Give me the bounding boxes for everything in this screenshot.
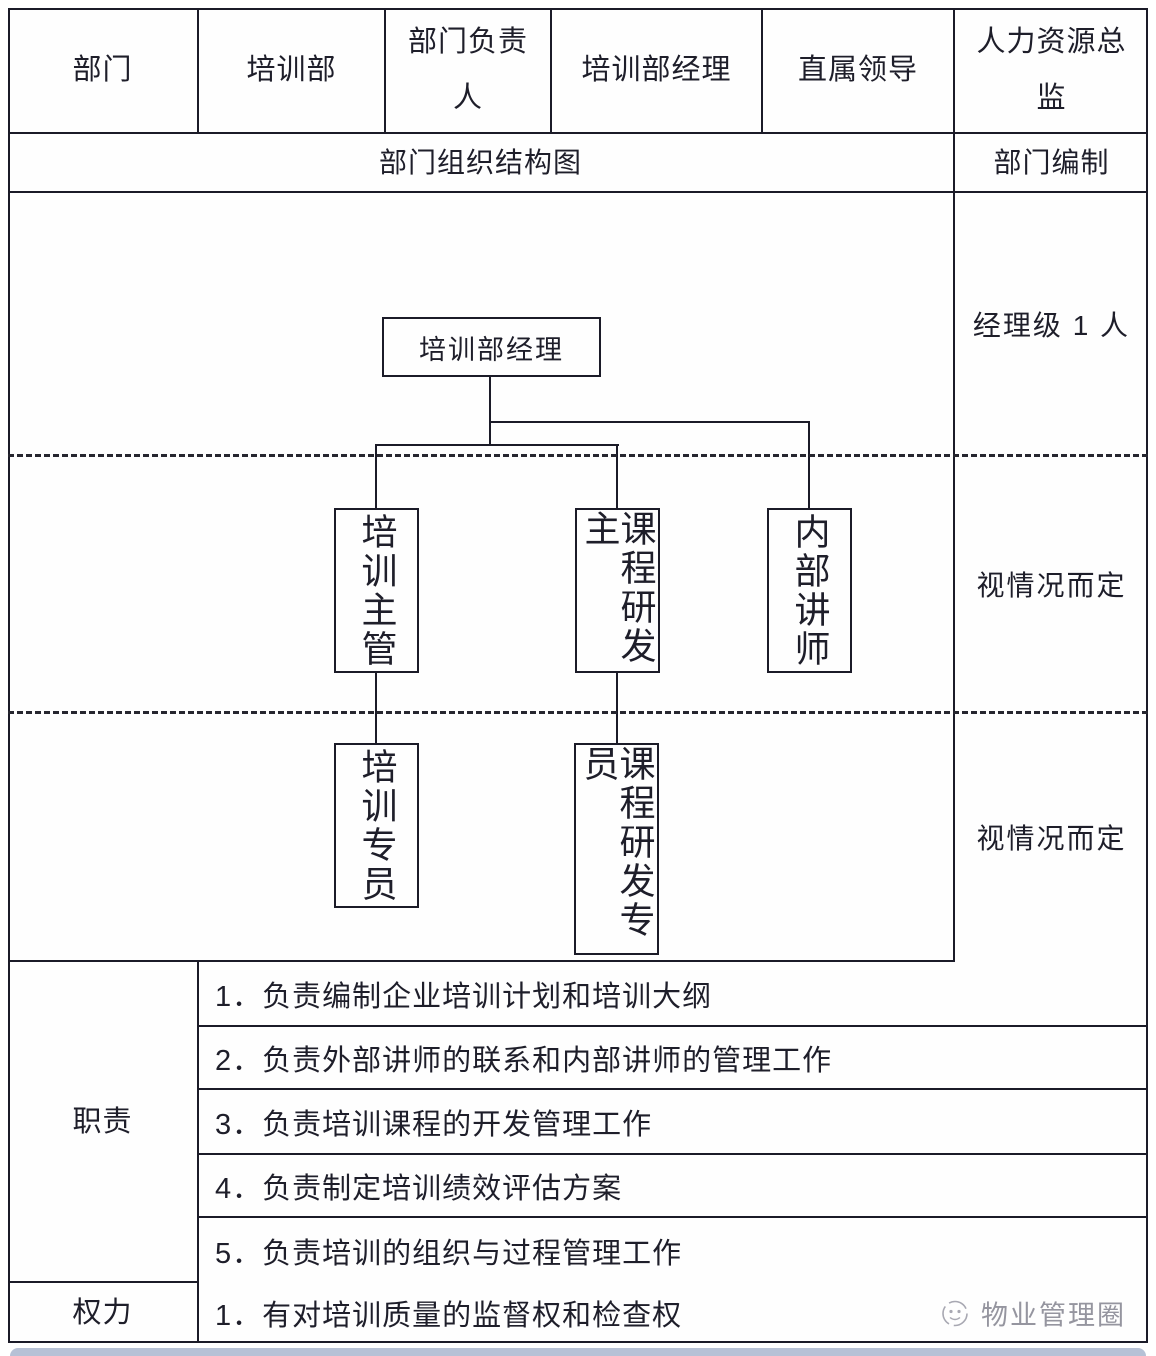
head-value: 培训部经理 [581, 54, 732, 86]
duties-list: 1．负责编制企业培训计划和培训大纲 2．负责外部讲师的联系和内部讲师的管理工作 … [199, 962, 1148, 1283]
connector-internal-trainer-drop [808, 421, 810, 508]
training-specialist-label: 培训专员 [356, 747, 398, 904]
authority-item-1-text: 1．有对培训质量的监督权和检查权 [215, 1300, 683, 1332]
orgbox-course-rd-supervisor: 课程研发主 [575, 508, 660, 673]
dashed-separator-level1 [8, 454, 1148, 457]
orgbox-internal-trainer: 内部讲师 [767, 508, 852, 673]
duty-item-5: 5．负责培训的组织与过程管理工作 [199, 1218, 1148, 1283]
orgbox-training-manager: 培训部经理 [382, 317, 601, 377]
leader-value: 人力资源总监 [976, 26, 1127, 114]
connector-course-rd-drop [616, 444, 618, 508]
watermark-logo-icon [942, 1300, 968, 1326]
watermark-text: 物业管理圈 [981, 1300, 1126, 1331]
bottom-clipped-card-edge [10, 1348, 1146, 1356]
staffing-manager-label: 经理级 1 人 [972, 310, 1131, 341]
authority-label: 权力 [72, 1297, 133, 1329]
duty-item-3-text: 3．负责培训课程的开发管理工作 [215, 1108, 653, 1141]
header-cell-leader-value: 人力资源总监 [955, 8, 1148, 134]
training-manager-label: 培训部经理 [419, 334, 564, 365]
duty-item-2: 2．负责外部讲师的联系和内部讲师的管理工作 [199, 1027, 1148, 1090]
header-cell-head-label: 部门负责人 [386, 8, 552, 134]
orgbox-training-supervisor: 培训主管 [334, 508, 419, 673]
duty-item-5-text: 5．负责培训的组织与过程管理工作 [215, 1237, 683, 1270]
section-title-cell: 部门组织结构图 [8, 134, 955, 193]
header-cell-head-value: 培训部经理 [552, 8, 763, 134]
connector-training-supervisor-drop [375, 444, 377, 508]
header-cell-leader-label: 直属领导 [763, 8, 955, 134]
duty-item-2-text: 2．负责外部讲师的联系和内部讲师的管理工作 [215, 1044, 833, 1077]
course-rd-supervisor-label: 课程研发主 [579, 510, 657, 666]
duty-item-1-text: 1．负责编制企业培训计划和培训大纲 [215, 980, 713, 1013]
orgbox-course-rd-specialist: 课程研发专员 [574, 743, 659, 955]
connector-training-specialist-drop [375, 673, 377, 743]
training-supervisor-label: 培训主管 [356, 512, 398, 669]
staffing-cell-manager: 经理级 1 人 [955, 193, 1148, 455]
staffing-level3-label: 视情况而定 [976, 823, 1127, 854]
header-cell-department-value: 培训部 [199, 8, 386, 134]
internal-trainer-label: 内部讲师 [789, 512, 831, 669]
staffing-cell-level2: 视情况而定 [955, 455, 1148, 712]
duties-label-cell: 职责 [8, 962, 199, 1283]
duty-item-4: 4．负责制定培训绩效评估方案 [199, 1155, 1148, 1218]
authority-item-1: 1．有对培训质量的监督权和检查权 [199, 1283, 1148, 1343]
head-label: 部门负责人 [407, 26, 528, 114]
duty-item-4-text: 4．负责制定培训绩效评估方案 [215, 1172, 623, 1205]
staffing-level2-label: 视情况而定 [976, 569, 1127, 601]
connector-course-rd-specialist-drop [616, 673, 618, 743]
authority-label-cell: 权力 [8, 1283, 199, 1343]
connector-manager-drop [489, 377, 491, 445]
org-chart-area [8, 193, 955, 962]
staffing-header-cell: 部门编制 [955, 134, 1148, 193]
staffing-header-label: 部门编制 [993, 146, 1110, 178]
staffing-cell-level3: 视情况而定 [955, 712, 1148, 962]
connector-branch-left [375, 444, 619, 446]
leader-label: 直属领导 [797, 54, 918, 86]
duty-item-3: 3．负责培训课程的开发管理工作 [199, 1090, 1148, 1155]
authority-content-cell: 1．有对培训质量的监督权和检查权 物业管理圈 [199, 1283, 1148, 1343]
course-rd-specialist-label: 课程研发专员 [578, 745, 656, 940]
duties-label: 职责 [72, 1105, 133, 1138]
duty-item-1: 1．负责编制企业培训计划和培训大纲 [199, 962, 1148, 1027]
dashed-separator-level2 [8, 711, 1148, 714]
department-label: 部门 [72, 54, 133, 86]
org-chart-section-title: 部门组织结构图 [378, 146, 582, 178]
watermark: 物业管理圈 [939, 1294, 1126, 1333]
header-cell-department-label: 部门 [8, 8, 199, 134]
department-value: 培训部 [246, 54, 337, 86]
orgbox-training-specialist: 培训专员 [334, 743, 419, 908]
connector-branch-right [489, 421, 810, 423]
